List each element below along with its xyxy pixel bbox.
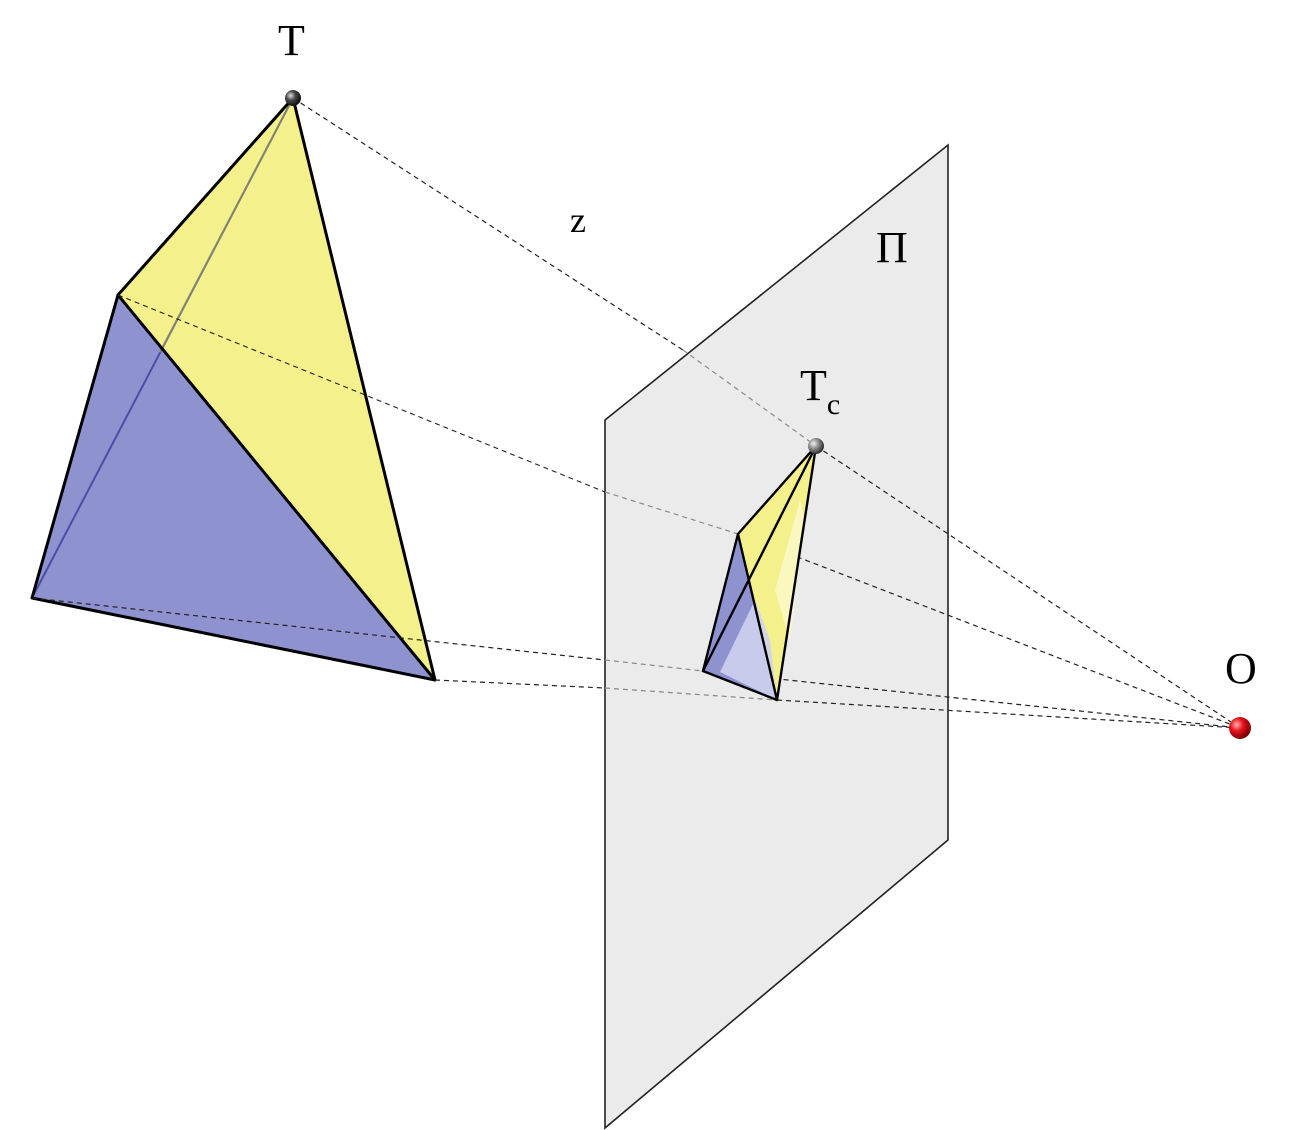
projection-yellow-face xyxy=(738,446,816,700)
projection-line-bottom-left-behind xyxy=(604,659,704,672)
apex-label: T xyxy=(278,16,305,65)
projection-yellow-highlight xyxy=(775,500,805,640)
plane-label: Π xyxy=(876,223,908,272)
tetrahedron-object xyxy=(30,96,437,682)
projection-line-apex xyxy=(292,97,684,351)
projected-apex-label: Tc xyxy=(800,361,840,421)
center-label: O xyxy=(1225,644,1257,693)
tetrahedron-blue-face xyxy=(32,295,435,680)
projection-line-left-vertex xyxy=(117,294,606,493)
projection-lines xyxy=(31,97,1241,729)
tetrahedron-front-edge xyxy=(116,293,437,682)
projected-apex-label-main: T xyxy=(800,361,827,410)
tetrahedron-yellow-face xyxy=(118,98,435,680)
projection-inner-edge-1 xyxy=(701,444,818,673)
projection-line-bottom-left-vertex xyxy=(31,597,606,661)
center-point-icon xyxy=(1229,717,1251,739)
projection-line-apex-to-center xyxy=(815,445,1241,729)
tetrahedron-projection xyxy=(701,444,818,702)
projection-inner-edge-2 xyxy=(736,532,779,702)
apex-point-icon xyxy=(285,90,301,106)
distance-label: z xyxy=(570,200,586,240)
projection-blue-light-face xyxy=(720,600,777,700)
projection-line-bottom-right-behind xyxy=(604,687,778,701)
projection-line-bottom-left-to-center xyxy=(702,670,1241,729)
projected-apex-point-icon xyxy=(808,438,824,454)
projected-apex-label-subscript: c xyxy=(827,388,840,421)
tetrahedron-hidden-edge-upper xyxy=(159,97,294,353)
projection-line-apex-behind xyxy=(682,349,817,447)
projection-line-bottom-right-vertex xyxy=(434,679,606,689)
